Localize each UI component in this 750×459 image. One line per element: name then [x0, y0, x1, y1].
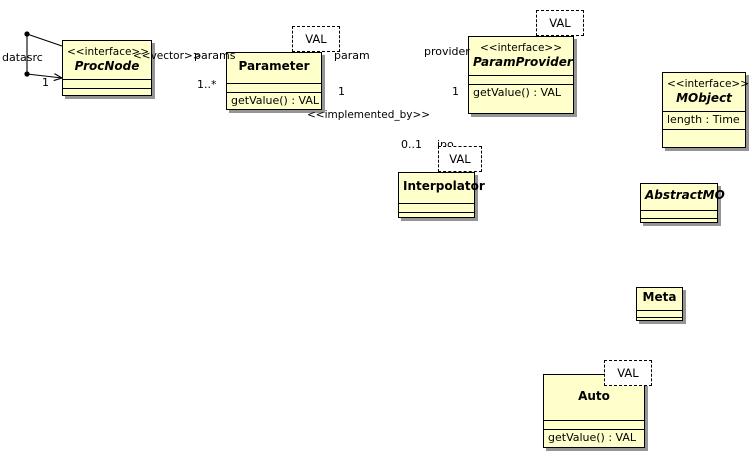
label-implemented-by-stereotype: <<implemented_by>>: [307, 109, 431, 121]
class-mobject-name: MObject: [676, 91, 732, 105]
class-meta-header: Meta: [637, 288, 682, 311]
class-auto-name: Auto: [578, 389, 610, 403]
template-param-parameter-val: VAL: [292, 26, 340, 52]
class-procnode-operations: [63, 89, 151, 98]
class-procnode-attributes: [63, 80, 151, 89]
class-parameter-name: Parameter: [238, 59, 310, 73]
label-ipo-multiplicity: 0..1: [401, 138, 422, 151]
class-paramprovider-attributes: [469, 76, 573, 85]
class-paramprovider-stereotype: <<interface>>: [479, 42, 563, 54]
class-paramprovider[interactable]: <<interface>> ParamProvider getValue() :…: [468, 36, 574, 114]
label-params-role: params: [194, 49, 236, 62]
label-datasrc: datasrc: [2, 51, 43, 64]
class-auto-operations: getValue() : VAL: [544, 430, 644, 447]
class-auto-attributes: [544, 421, 644, 430]
class-procnode-stereotype: <<interface>>: [67, 46, 150, 58]
class-auto-operation-getvalue: getValue() : VAL: [548, 431, 637, 444]
label-param-multiplicity: 1: [338, 85, 345, 98]
class-paramprovider-operation-getvalue: getValue() : VAL: [473, 86, 562, 99]
class-parameter-operation-getvalue: getValue() : VAL: [231, 94, 320, 107]
template-param-interpolator-val-label: VAL: [449, 152, 471, 166]
class-auto[interactable]: Auto getValue() : VAL: [543, 374, 645, 448]
class-interpolator-operations: [399, 213, 474, 222]
class-interpolator-attributes: [399, 204, 474, 213]
label-provider-multiplicity: 1: [452, 85, 459, 98]
class-abstractmo-header: AbstractMO: [641, 184, 725, 211]
class-auto-header: Auto: [544, 375, 644, 421]
template-param-parameter-val-label: VAL: [305, 32, 327, 46]
template-param-paramprovider-val-label: VAL: [549, 16, 571, 30]
class-abstractmo[interactable]: AbstractMO: [640, 183, 725, 223]
class-meta-attributes: [637, 311, 682, 318]
class-interpolator[interactable]: Interpolator: [398, 172, 485, 218]
class-mobject[interactable]: <<interface>> MObject length : Time: [662, 72, 750, 148]
class-meta[interactable]: Meta: [636, 287, 683, 321]
class-parameter[interactable]: Parameter getValue() : VAL: [226, 52, 322, 110]
class-mobject-attributes: length : Time: [663, 112, 745, 130]
class-procnode-header: <<interface>> ProcNode: [63, 41, 151, 80]
class-mobject-header: <<interface>> MObject: [663, 73, 750, 112]
label-datasrc-multiplicity: 1: [42, 76, 49, 89]
template-param-interpolator-val: VAL: [438, 146, 482, 172]
class-meta-operations: [637, 318, 682, 325]
class-abstractmo-name: AbstractMO: [645, 188, 725, 202]
class-mobject-attribute-length: length : Time: [667, 113, 740, 126]
label-provider-role: provider: [424, 45, 470, 58]
class-abstractmo-attributes: [641, 211, 717, 219]
label-param-role: param: [334, 49, 370, 62]
class-meta-name: Meta: [642, 290, 677, 304]
class-procnode[interactable]: <<interface>> ProcNode: [62, 40, 152, 96]
class-parameter-header: Parameter: [227, 53, 321, 84]
label-vector-stereotype: <<vector>>: [133, 50, 202, 62]
label-params-multiplicity: 1..*: [197, 78, 217, 91]
class-mobject-stereotype: <<interface>>: [667, 78, 750, 90]
class-parameter-attributes: [227, 84, 321, 93]
template-param-paramprovider-val: VAL: [536, 10, 584, 36]
template-param-auto-val: VAL: [604, 360, 652, 386]
class-abstractmo-operations: [641, 219, 717, 227]
class-procnode-name: ProcNode: [74, 59, 140, 73]
template-param-auto-val-label: VAL: [617, 366, 639, 380]
class-paramprovider-header: <<interface>> ParamProvider: [469, 37, 573, 76]
class-interpolator-name: Interpolator: [403, 179, 485, 193]
class-parameter-operations: getValue() : VAL: [227, 93, 321, 110]
class-interpolator-header: Interpolator: [399, 173, 485, 204]
class-paramprovider-name: ParamProvider: [473, 55, 573, 69]
class-paramprovider-operations: getValue() : VAL: [469, 85, 573, 102]
class-mobject-operations: [663, 130, 745, 139]
